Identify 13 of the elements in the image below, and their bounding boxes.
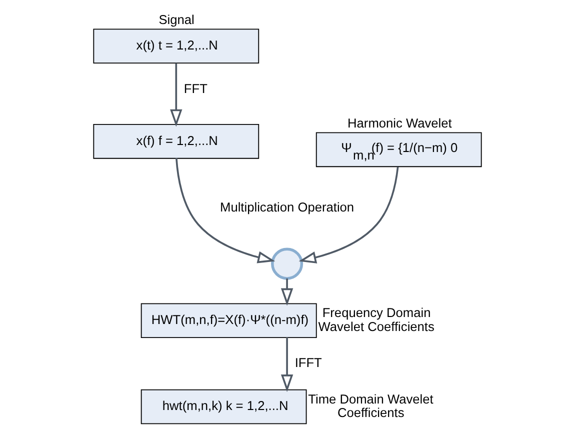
node-label: Signal xyxy=(158,12,194,27)
node-label: Harmonic Wavelet xyxy=(347,115,452,130)
arrow xyxy=(175,158,275,264)
edge-label: FFT xyxy=(183,81,207,96)
node-label: Time Domain Wavelet Coefficients xyxy=(308,391,433,420)
edge-label: IFFT xyxy=(294,355,322,370)
arrow xyxy=(280,278,293,306)
arrow xyxy=(170,63,182,127)
arrow xyxy=(280,337,293,392)
node-label: Frequency Domain Wavelet Coefficients xyxy=(318,305,434,334)
arrow xyxy=(298,166,398,264)
node-circle xyxy=(270,248,303,280)
node-label: Multiplication Operation xyxy=(220,199,354,214)
